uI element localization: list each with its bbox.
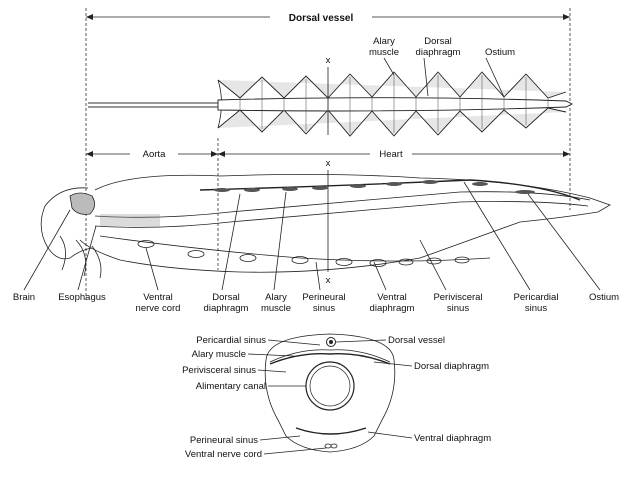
perivisceral-sinus-label-2: sinus bbox=[447, 303, 469, 314]
cs-dorsal-diaphragm-label: Dorsal diaphragm bbox=[414, 361, 489, 372]
ostium-label: Ostium bbox=[589, 292, 619, 303]
cs-perineural-sinus-label: Perineural sinus bbox=[190, 435, 258, 446]
dorsal-diaphragm-label-top-1: Dorsal bbox=[424, 36, 451, 47]
cross-section-leaders bbox=[247, 339, 413, 455]
perineural-sinus-label-2: sinus bbox=[313, 303, 335, 314]
cs-dorsal-vessel-label: Dorsal vessel bbox=[388, 335, 445, 346]
heart-label: Heart bbox=[379, 149, 403, 160]
ventral-diaphragm-label-1: Ventral bbox=[377, 292, 407, 303]
cs-ventral-diaphragm-label: Ventral diaphragm bbox=[414, 433, 491, 444]
ventral-nerve-cord-label-2: nerve cord bbox=[136, 303, 181, 314]
cs-alimentary-canal-label: Alimentary canal bbox=[196, 381, 266, 392]
side-view-labels: Brain Esophagus Ventral nerve cord Dorsa… bbox=[13, 292, 619, 314]
cross-section bbox=[264, 333, 396, 453]
cross-section-labels: Pericardial sinus Alary muscle Perivisce… bbox=[182, 335, 491, 460]
ostium-label-top: Ostium bbox=[485, 47, 515, 58]
insect-side-view: x x bbox=[40, 158, 611, 286]
dorsal-diaphragm-label-2: diaphragm bbox=[204, 303, 249, 314]
ventral-nerve-cord-label-1: Ventral bbox=[143, 292, 173, 303]
alary-muscle-label-top-2: muscle bbox=[369, 47, 399, 58]
perineural-sinus-label-1: Perineural bbox=[302, 292, 345, 303]
dorsal-vessel-illustration: x Alary muscle Dorsal diaphragm Ostium bbox=[88, 36, 574, 137]
cs-ventral-nerve-cord-label: Ventral nerve cord bbox=[185, 449, 262, 460]
pericardial-sinus-label-1: Pericardial bbox=[514, 292, 559, 303]
perivisceral-sinus-label-1: Perivisceral bbox=[433, 292, 482, 303]
cs-alary-muscle-label: Alary muscle bbox=[192, 349, 246, 360]
dorsal-vessel-title: Dorsal vessel bbox=[289, 13, 354, 24]
brain-label: Brain bbox=[13, 292, 35, 303]
aorta-heart-spans: Aorta Heart bbox=[86, 138, 570, 270]
dorsal-diaphragm-label-1: Dorsal bbox=[212, 292, 239, 303]
alary-muscle-label-2: muscle bbox=[261, 303, 291, 314]
section-mark-middle: x bbox=[326, 158, 331, 169]
section-mark-bottom: x bbox=[326, 275, 331, 286]
alary-muscle-label-1: Alary bbox=[265, 292, 287, 303]
side-view-leaders bbox=[23, 181, 601, 291]
cs-perivisceral-sinus-label: Perivisceral sinus bbox=[182, 365, 256, 376]
ventral-diaphragm-label-2: diaphragm bbox=[370, 303, 415, 314]
cs-pericardial-sinus-label: Pericardial sinus bbox=[196, 335, 266, 346]
pericardial-sinus-label-2: sinus bbox=[525, 303, 547, 314]
section-mark-top: x bbox=[326, 55, 331, 66]
esophagus-label: Esophagus bbox=[58, 292, 106, 303]
aorta-label: Aorta bbox=[143, 149, 166, 160]
dorsal-diaphragm-label-top-2: diaphragm bbox=[416, 47, 461, 58]
alary-muscle-label-top-1: Alary bbox=[373, 36, 395, 47]
